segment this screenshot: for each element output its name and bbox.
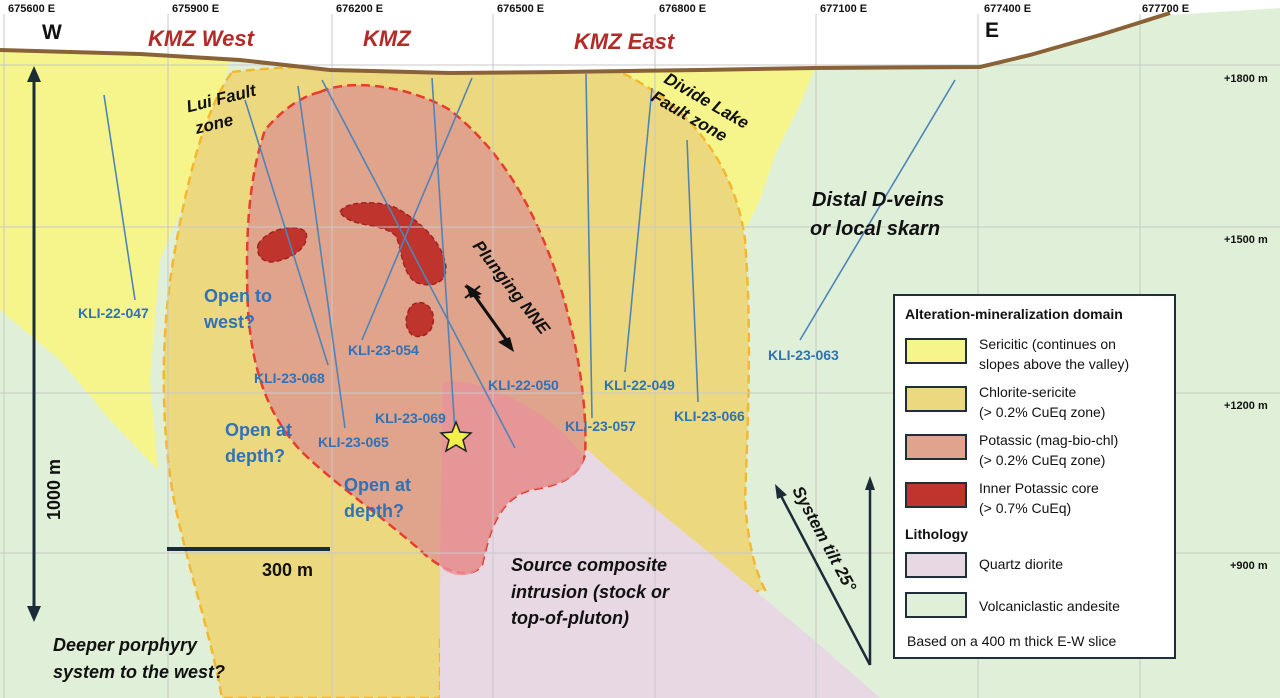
intrusion-top-domain <box>440 381 584 576</box>
drillhole-trace-kli-23-068 <box>244 99 329 366</box>
topography-line <box>0 11 1171 76</box>
open-to-west-label-line2: west? <box>203 312 255 332</box>
drillhole-traces <box>103 73 956 449</box>
legend-item-quartz-diorite: Quartz diorite <box>905 548 1173 588</box>
legend: Alteration-mineralization domain Sericit… <box>893 294 1176 659</box>
legend-label: Potassic (mag-bio-chl) (> 0.2% CuEq zone… <box>979 430 1169 470</box>
legend-label-line1: Sericitic (continues on <box>979 336 1116 352</box>
plunging-arrow <box>464 284 514 352</box>
legend-label-line2: slopes above the valley) <box>979 356 1130 372</box>
legend-title-lithology: Lithology <box>905 526 968 542</box>
easting-label: 676500 E <box>497 3 544 15</box>
legend-item-sericitic: Sericitic (continues on slopes above the… <box>905 334 1173 374</box>
drillhole-label-kli-23-066: KLI-23-066 <box>674 408 745 424</box>
source-intrusion-line3: top-of-pluton) <box>511 608 629 628</box>
legend-label-line2: (> 0.2% CuEq zone) <box>979 452 1106 468</box>
legend-label: Inner Potassic core (> 0.7% CuEq) <box>979 478 1169 518</box>
legend-label: Sericitic (continues on slopes above the… <box>979 334 1169 374</box>
west-direction-label: W <box>42 21 62 44</box>
easting-label: 676200 E <box>336 3 383 15</box>
legend-swatch <box>905 338 967 364</box>
drillhole-trace-kli-23-066 <box>686 139 699 403</box>
legend-swatch <box>905 592 967 618</box>
open-at-depth-label-line2: depth? <box>225 446 285 466</box>
easting-label: 677100 E <box>820 3 867 15</box>
open-at-depth-label-line1: Open at <box>344 475 411 495</box>
drillhole-label-kli-22-047: KLI-22-047 <box>78 305 149 321</box>
legend-item-chlorite-sericite: Chlorite-sericite (> 0.2% CuEq zone) <box>905 382 1173 422</box>
legend-swatch <box>905 386 967 412</box>
elevation-label: +1200 m <box>1224 400 1268 412</box>
drillhole-label-kli-23-069: KLI-23-069 <box>375 410 446 426</box>
elevation-label: +1800 m <box>1224 73 1268 85</box>
zone-label-kmz: KMZ <box>363 26 412 51</box>
drillhole-trace-kli-23-065 <box>297 85 346 429</box>
drillhole-trace-kli-23-069 <box>431 77 456 433</box>
legend-footnote: Based on a 400 m thick E-W slice <box>907 633 1117 649</box>
easting-label: 677400 E <box>984 3 1031 15</box>
open-at-depth-label-line1: Open at <box>225 420 292 440</box>
elevation-label: +900 m <box>1230 560 1268 572</box>
legend-swatch <box>905 434 967 460</box>
open-to-west-label-line1: Open to <box>204 286 272 306</box>
distal-note-line1: Distal D-veins <box>812 189 944 211</box>
legend-item-inner-potassic-core: Inner Potassic core (> 0.7% CuEq) <box>905 478 1173 518</box>
drillhole-label-kli-23-065: KLI-23-065 <box>318 434 389 450</box>
legend-label-line1: Potassic (mag-bio-chl) <box>979 432 1119 448</box>
sericitic-domain-east <box>560 68 815 250</box>
east-direction-label: E <box>985 19 999 42</box>
legend-label-line1: Inner Potassic core <box>979 480 1099 496</box>
zone-label-kmz-east: KMZ East <box>574 29 676 54</box>
drillhole-trace-kli-22-047 <box>103 94 136 301</box>
sericitic-domain-west <box>0 50 230 470</box>
elevation-label: +1500 m <box>1224 234 1268 246</box>
legend-label: Quartz diorite <box>979 556 1064 572</box>
inner-core-south <box>405 301 435 338</box>
deeper-porphyry-line1: Deeper porphyry <box>53 635 198 655</box>
legend-label: Volcaniclastic andesite <box>979 598 1120 614</box>
legend-item-potassic: Potassic (mag-bio-chl) (> 0.2% CuEq zone… <box>905 430 1173 470</box>
sky <box>0 0 1280 73</box>
source-intrusion-line2: intrusion (stock or <box>511 582 670 602</box>
easting-label: 677700 E <box>1142 3 1189 15</box>
legend-title-alteration: Alteration-mineralization domain <box>905 306 1123 322</box>
vertical-scale-label: 1000 m <box>44 459 64 520</box>
drillhole-label-kli-23-063: KLI-23-063 <box>768 347 839 363</box>
deeper-porphyry-line2: system to the west? <box>53 662 225 682</box>
legend-label-line1: Chlorite-sericite <box>979 384 1077 400</box>
drillhole-label-kli-23-057: KLI-23-057 <box>565 418 636 434</box>
drillhole-label-kli-23-068: KLI-23-068 <box>254 370 325 386</box>
distal-note-line2: or local skarn <box>810 218 940 240</box>
legend-swatch <box>905 482 967 508</box>
inner-core-northwest <box>256 226 308 263</box>
system-tilt-arrows <box>775 476 875 666</box>
source-intrusion-line1: Source composite <box>511 555 667 575</box>
grid <box>0 14 1280 698</box>
legend-swatch <box>905 552 967 578</box>
drillhole-trace-kli-23-057 <box>585 73 593 419</box>
zone-label-kmz-west: KMZ West <box>148 26 256 51</box>
easting-label: 676800 E <box>659 3 706 15</box>
drillhole-trace-kli-23-063 <box>799 79 956 341</box>
easting-label: 675600 E <box>8 3 55 15</box>
legend-item-volcaniclastic-andesite: Volcaniclastic andesite <box>905 588 1173 628</box>
legend-label-line2: (> 0.2% CuEq zone) <box>979 404 1106 420</box>
horizontal-scale-label: 300 m <box>262 560 313 580</box>
drillhole-trace-kli-22-049 <box>624 87 653 373</box>
drillhole-label-kli-22-050: KLI-22-050 <box>488 377 559 393</box>
legend-label: Chlorite-sericite (> 0.2% CuEq zone) <box>979 382 1169 422</box>
legend-label-line2: (> 0.7% CuEq) <box>979 500 1072 516</box>
drillhole-trace-kli-23-054 <box>361 77 473 341</box>
drillhole-label-kli-22-049: KLI-22-049 <box>604 377 675 393</box>
star-marker <box>439 419 473 453</box>
drillhole-label-kli-23-054: KLI-23-054 <box>348 342 419 358</box>
easting-label: 675900 E <box>172 3 219 15</box>
vertical-scale-bar <box>27 66 41 622</box>
drillhole-trace-kli-22-050 <box>321 79 516 449</box>
open-at-depth-label-line2: depth? <box>344 501 404 521</box>
